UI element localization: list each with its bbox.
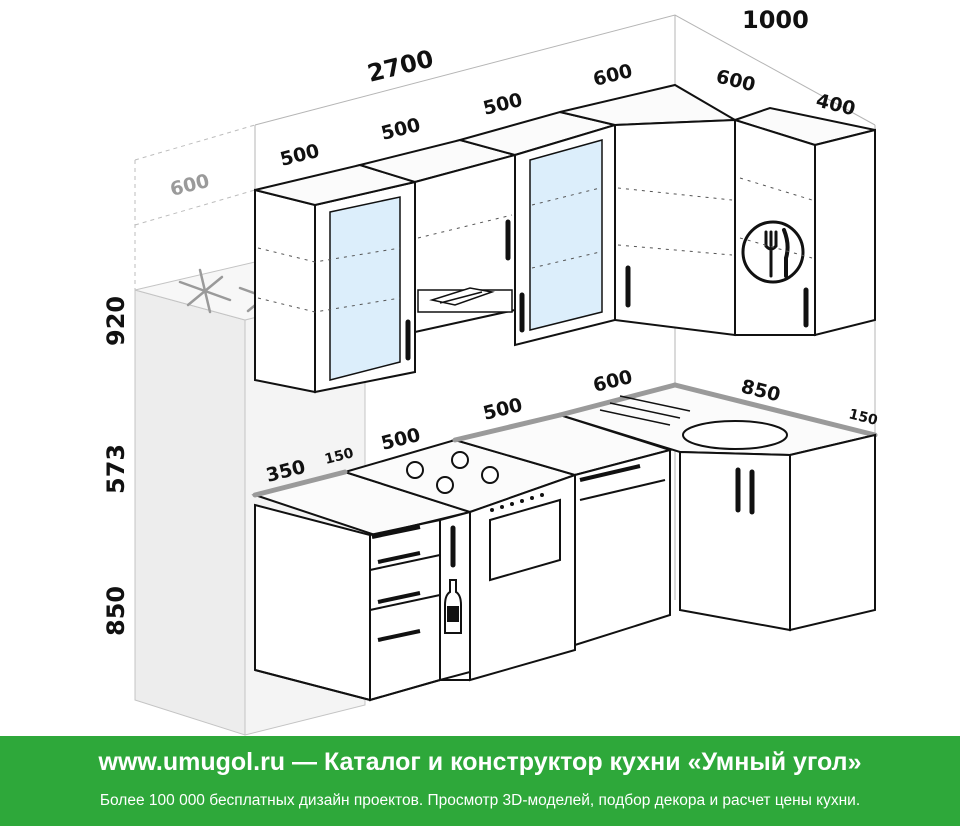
dim-side-width: 1000	[742, 6, 809, 34]
knob-row	[490, 493, 544, 512]
range-hood	[429, 287, 495, 306]
plinth	[254, 669, 470, 702]
dim-lower-5: 600	[591, 366, 635, 397]
sink-icon	[599, 395, 788, 450]
upper-cabinet-3	[456, 110, 619, 347]
dim-total-width: 2700	[365, 44, 437, 87]
worktop-edges	[252, 382, 878, 498]
dim-lower-3: 500	[379, 424, 423, 455]
dim-height-lower: 850	[102, 586, 130, 636]
dim-upper-6: 400	[814, 90, 858, 121]
stove	[469, 473, 576, 682]
shelf-lines	[257, 177, 813, 313]
footer-subtitle: Более 100 000 бесплатных дизайн проектов…	[99, 792, 861, 809]
upper-corner-cabinet	[559, 83, 739, 337]
dim-lower-7: 150	[847, 406, 879, 429]
dim-height-upper: 920	[102, 296, 130, 346]
fork-knife-icon	[741, 220, 805, 284]
dim-upper-4: 600	[591, 60, 635, 91]
upper-cabinet-1	[254, 163, 419, 394]
upper-cabinet-right	[731, 106, 876, 337]
lower-corner-cabinet	[679, 433, 876, 632]
dim-upper-2: 500	[379, 114, 423, 145]
dim-lower-2: 150	[323, 445, 355, 468]
dim-lower-4: 500	[481, 394, 525, 425]
lower-cabinet-left	[254, 503, 441, 702]
footer-title[interactable]: www.umugol.ru — Каталог и конструктор ку…	[98, 748, 862, 776]
dim-upper-1: 500	[278, 140, 322, 171]
footer-banner: www.umugol.ru — Каталог и конструктор ку…	[0, 736, 960, 826]
bottle-icon	[444, 579, 462, 634]
dim-upper-5: 600	[714, 66, 758, 97]
dim-upper-3: 500	[481, 89, 525, 120]
dim-height-middle: 573	[102, 444, 130, 494]
lower-cabinet-mid	[574, 448, 671, 647]
dim-fridge-depth: 600	[168, 170, 212, 201]
gas-hob-icon	[406, 451, 499, 494]
